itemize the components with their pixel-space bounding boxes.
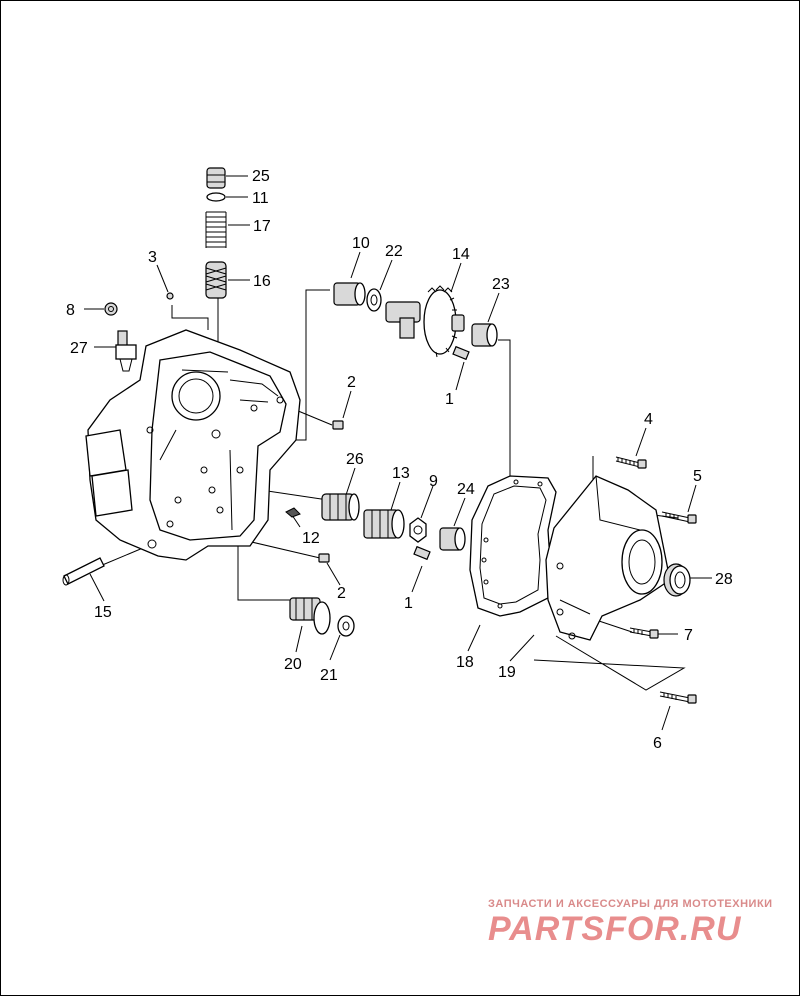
part-11-oring — [206, 192, 226, 202]
part-26-bearing — [321, 493, 360, 521]
callout-7: 7 — [684, 627, 693, 644]
part-10-bearing — [333, 282, 366, 306]
callout-25: 25 — [252, 168, 270, 185]
callout-16: 16 — [253, 273, 271, 290]
part-2-dowel-bottom — [318, 553, 330, 563]
watermark-logo: PARTSFOR.RU — [488, 910, 742, 948]
callout-12: 12 — [302, 530, 320, 547]
callout-23: 23 — [492, 276, 510, 293]
callout-2-bottom: 2 — [337, 585, 346, 602]
callout-26: 26 — [346, 451, 364, 468]
part-25-plug — [206, 167, 226, 189]
part-27-sensor — [115, 330, 137, 372]
part-17-spring — [205, 211, 227, 248]
part-20-shaft — [289, 597, 331, 635]
callout-21: 21 — [320, 667, 338, 684]
part-24-bearing — [439, 527, 466, 551]
callout-24: 24 — [457, 481, 475, 498]
part-2-dowel-top — [332, 420, 344, 430]
callout-1-top: 1 — [445, 391, 454, 408]
callout-15: 15 — [94, 604, 112, 621]
callout-8: 8 — [66, 302, 75, 319]
watermark-tagline: ЗАПЧАСТИ И АКСЕССУАРЫ ДЛЯ МОТОТЕХНИКИ — [488, 898, 773, 910]
callout-18: 18 — [456, 654, 474, 671]
part-15-tube — [62, 557, 105, 586]
callout-27: 27 — [70, 340, 88, 357]
callout-28: 28 — [715, 571, 733, 588]
callout-3: 3 — [148, 249, 157, 266]
callout-13: 13 — [392, 465, 410, 482]
part-28-seal — [663, 563, 691, 597]
callout-11: 11 — [252, 190, 269, 207]
part-22-washer — [366, 288, 382, 312]
part-18-gasket — [469, 475, 557, 617]
callout-5: 5 — [693, 468, 702, 485]
part-1-dowel-bottom — [413, 545, 431, 561]
callout-labels: 25 11 17 16 3 8 27 10 22 14 23 2 1 4 5 2… — [66, 168, 733, 752]
part-9-nut — [409, 517, 427, 543]
part-19-cover — [545, 475, 671, 641]
callout-10: 10 — [352, 235, 370, 252]
callout-20: 20 — [284, 656, 302, 673]
part-16-filter — [205, 261, 227, 299]
callout-9: 9 — [429, 473, 438, 490]
part-7-bolt — [629, 627, 659, 639]
part-13-gear — [363, 509, 405, 539]
callout-14: 14 — [452, 246, 470, 263]
callout-1-bottom: 1 — [404, 595, 413, 612]
callout-6: 6 — [653, 735, 662, 752]
part-21-washer — [337, 615, 355, 637]
part-4-bolt — [615, 456, 647, 469]
part-5-bolt — [661, 511, 697, 524]
callout-22: 22 — [385, 243, 403, 260]
part-3-pin — [166, 292, 174, 300]
watermark: ЗАПЧАСТИ И АКСЕССУАРЫ ДЛЯ МОТОТЕХНИКИ PA… — [488, 898, 788, 948]
callout-17: 17 — [253, 218, 271, 235]
part-12-key — [285, 507, 301, 518]
callout-4: 4 — [644, 411, 653, 428]
part-8-nut — [104, 302, 118, 316]
callout-19: 19 — [498, 664, 516, 681]
callout-2-top: 2 — [347, 374, 356, 391]
part-6-bolt — [659, 691, 697, 704]
part-14-countershaft-gear — [385, 285, 465, 358]
part-23-bearing — [471, 323, 498, 347]
part-case-housing — [85, 329, 301, 561]
part-1-dowel-top — [452, 345, 470, 361]
